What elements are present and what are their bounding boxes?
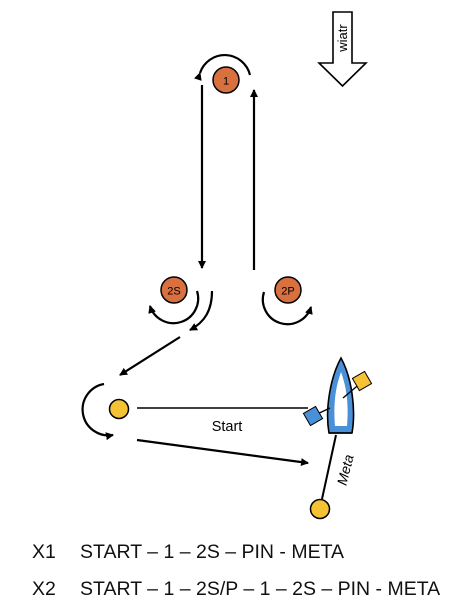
start-label: Start <box>212 419 243 435</box>
mark-2p-label: 2P <box>281 286 294 298</box>
pin-rounding-arrow <box>81 382 114 441</box>
finish-line <box>321 434 337 500</box>
mark-2p-rounding-arrow <box>261 291 313 326</box>
leg-to-pin-arrow <box>119 336 181 376</box>
mark-2s-label: 2S <box>167 286 180 298</box>
flag-blue-icon <box>302 405 324 427</box>
start-pin-mark <box>108 398 130 420</box>
legend-row-x1: X1 START – 1 – 2S – PIN - META <box>32 541 344 564</box>
finish-approach-arrow <box>136 438 309 467</box>
wind-arrow-icon <box>317 11 368 88</box>
mark-1 <box>212 66 240 94</box>
legend-code: X2 <box>32 578 56 600</box>
legend-route: START – 1 – 2S/P – 1 – 2S – PIN - META <box>80 578 441 600</box>
legend-route: START – 1 – 2S – PIN - META <box>80 541 345 563</box>
legend-code: X1 <box>32 541 56 563</box>
mark-2s <box>160 276 188 304</box>
mark-1-rounding-arrow <box>194 53 252 81</box>
finish-pin-mark <box>309 498 331 520</box>
wind-label: wiatr <box>335 24 350 53</box>
mark-1-label: 1 <box>223 76 229 88</box>
mark-2s-rounding-arrow <box>148 290 200 325</box>
gate-exit-arrow <box>189 290 214 331</box>
flag-yellow-icon <box>351 370 373 392</box>
finish-label: Meta <box>334 453 357 487</box>
mark-2p <box>274 276 302 304</box>
committee-boat-icon <box>326 356 355 434</box>
legend-row-x2: X2 START – 1 – 2S/P – 1 – 2S – PIN - META <box>32 578 440 601</box>
